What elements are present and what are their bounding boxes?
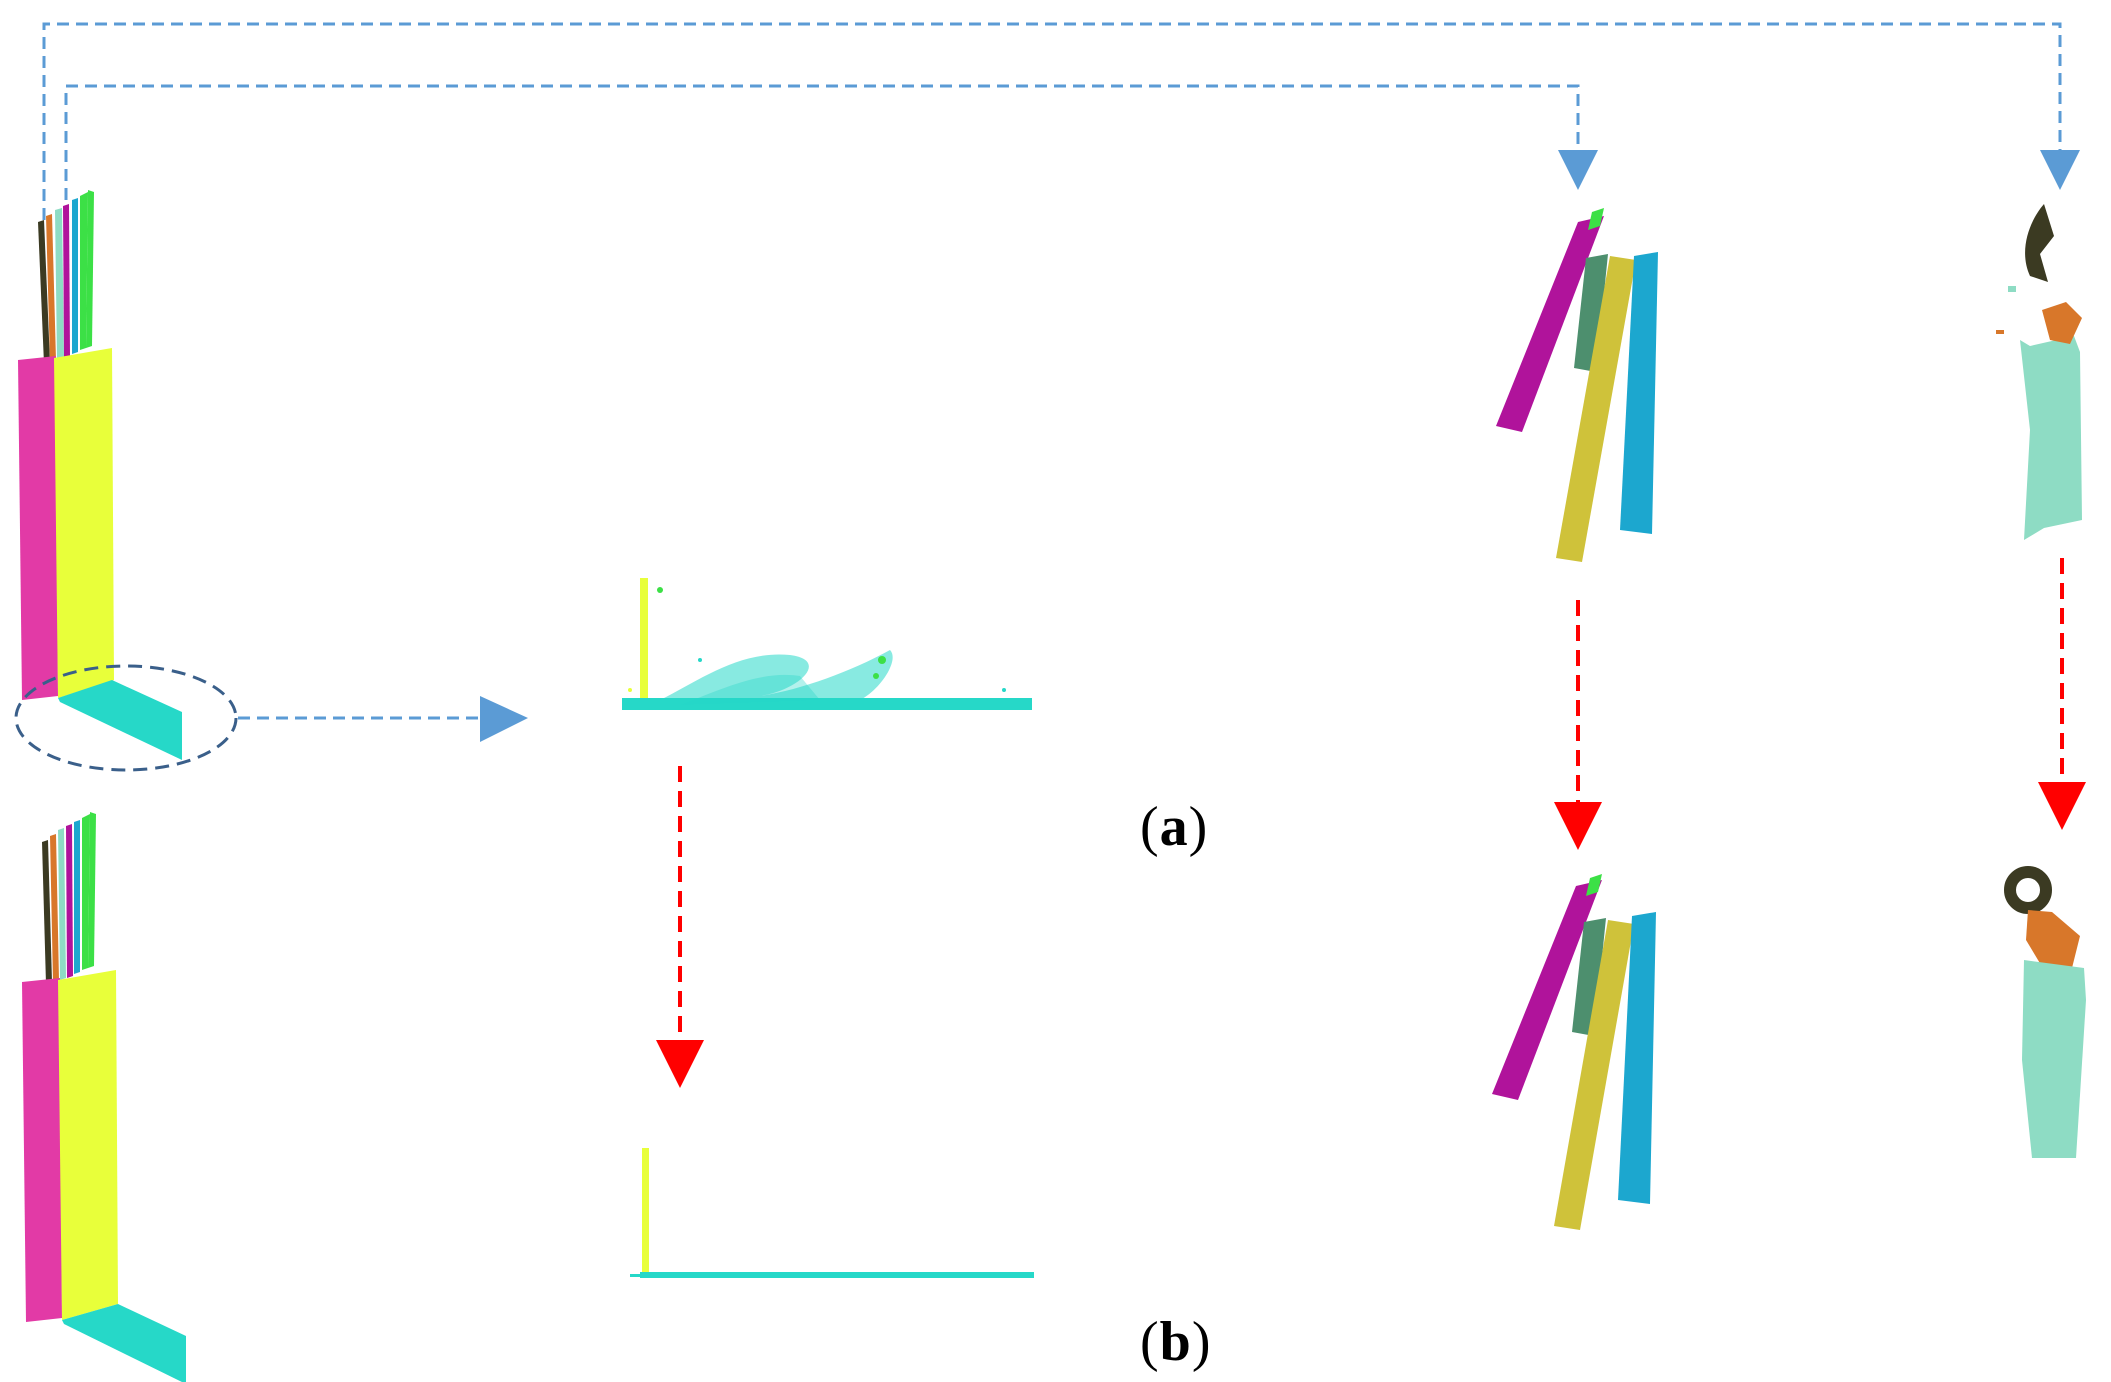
blue-arrow-outer [42, 22, 2062, 220]
magenta-wall-a [18, 356, 58, 700]
top-strips-a [38, 190, 94, 364]
blue-arrowhead-floor [480, 696, 528, 742]
blue-arrows [42, 22, 2080, 742]
yellow-wall-b [58, 970, 118, 1320]
red-arrows [656, 558, 2086, 1088]
floor-closeup-a [622, 578, 1032, 710]
blue-arrowhead-right [2040, 150, 2080, 190]
red-arrowhead-sticks [1554, 802, 1602, 850]
red-arrowhead-person [2038, 782, 2086, 830]
cyan-floor-a [58, 680, 182, 760]
panel-label-b: (b) [1140, 1311, 1212, 1373]
magenta-wall-b [22, 978, 62, 1322]
panel-label-a-text: a [1159, 796, 1189, 858]
full-cloud-b [22, 812, 186, 1382]
blue-arrowhead-sticks [1558, 150, 1598, 190]
yellow-wall-a [54, 348, 114, 698]
floor-closeup-b [630, 1148, 1034, 1278]
person-cloud-b [2004, 866, 2086, 1158]
full-cloud-a [14, 190, 238, 772]
highlight-ellipse [14, 664, 238, 772]
red-arrowhead-floor [656, 1040, 704, 1088]
blue-arrow-inner [64, 84, 1580, 200]
panel-label-b-text: b [1159, 1311, 1192, 1373]
person-cloud-a [1996, 204, 2082, 540]
noise-blob [660, 650, 893, 700]
panel-label-a: (a) [1140, 796, 1209, 858]
cyan-floor-b [62, 1304, 186, 1382]
top-strips-b [42, 812, 96, 984]
sticks-cloud-b [1492, 874, 1656, 1230]
sticks-cloud-a [1496, 208, 1658, 562]
